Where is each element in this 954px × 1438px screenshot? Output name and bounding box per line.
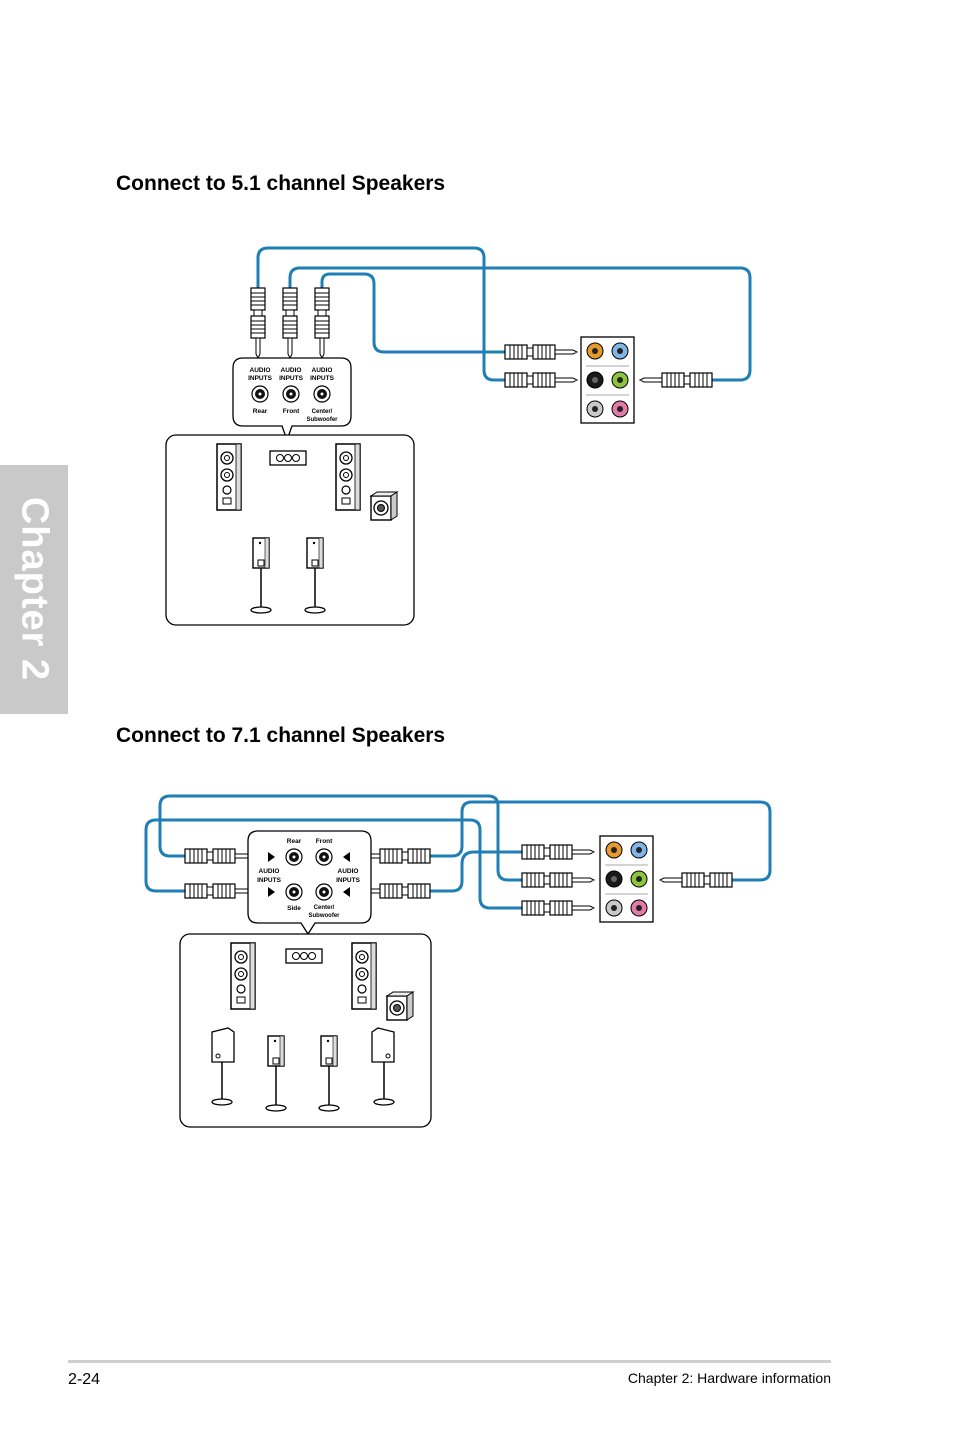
- port-rear-inputs: INPUTS: [248, 375, 273, 382]
- port-center-label-71: Center/: [314, 905, 335, 911]
- port-center-inputs: INPUTS: [310, 375, 335, 382]
- inputs-left-label: INPUTS: [257, 877, 282, 884]
- center-speaker-71: [285, 948, 323, 964]
- port-front-label-71: Front: [316, 838, 333, 845]
- diagram-7-1: Rear Front AUDIO INPUTS AUDIO INPUTS Sid…: [144, 794, 772, 1128]
- port-side-label-71: Side: [287, 905, 301, 912]
- chapter-tab: Chapter 2: [0, 465, 68, 714]
- diagram-5-1: AUDIO INPUTS AUDIO INPUTS AUDIO INPUTS R…: [165, 246, 752, 626]
- port-front-audio: AUDIO: [281, 367, 302, 374]
- audio-left-label: AUDIO: [259, 868, 280, 875]
- port-rear-label-71: Rear: [287, 838, 302, 845]
- section-title-5-1: Connect to 5.1 channel Speakers: [116, 172, 446, 195]
- page-number: 2-24: [68, 1371, 101, 1388]
- section-title-7-1: Connect to 7.1 channel Speakers: [116, 724, 446, 747]
- inputs-right-label: INPUTS: [336, 877, 361, 884]
- port-subwoofer-label-71: Subwoofer: [309, 913, 341, 919]
- port-subwoofer-label: Subwoofer: [307, 417, 339, 423]
- port-center-label: Center/: [312, 409, 333, 415]
- port-center-audio: AUDIO: [312, 367, 333, 374]
- port-front-inputs: INPUTS: [279, 375, 304, 382]
- center-speaker: [269, 450, 307, 466]
- footer-divider: [68, 1360, 831, 1363]
- port-rear-audio: AUDIO: [250, 367, 271, 374]
- port-rear-label: Rear: [253, 408, 268, 415]
- port-front-label: Front: [283, 408, 300, 415]
- footer-chapter-title: Chapter 2: Hardware information: [627, 1370, 831, 1386]
- audio-right-label: AUDIO: [338, 868, 359, 875]
